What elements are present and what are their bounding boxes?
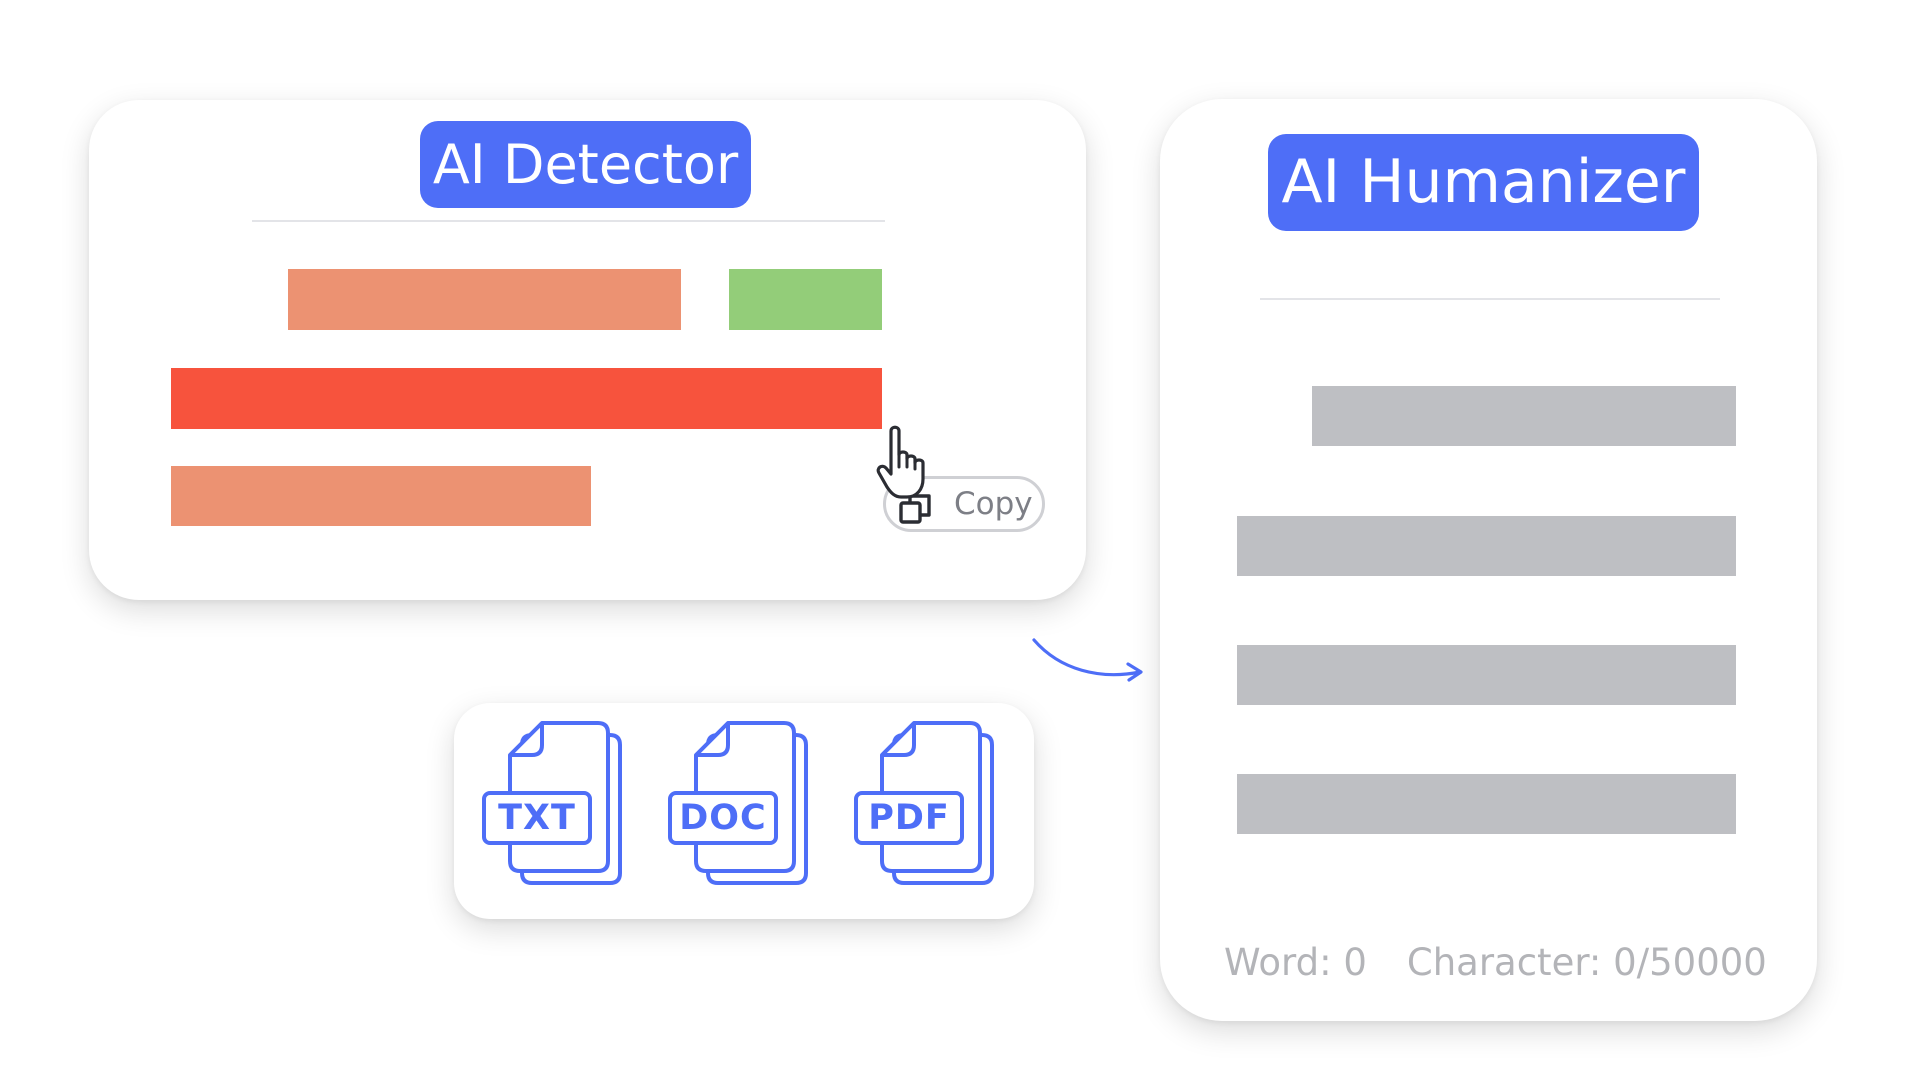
file-icon — [668, 721, 808, 885]
ai-humanizer-title: AI Humanizer — [1268, 134, 1699, 231]
character-count: Character: 0/50000 — [1406, 941, 1767, 984]
text-placeholder-bar-1 — [1312, 386, 1736, 446]
highlight-bar-red — [171, 368, 882, 429]
text-placeholder-bar-3 — [1237, 645, 1736, 705]
file-pdf[interactable]: PDF — [852, 719, 1012, 889]
file-icon — [854, 721, 994, 885]
text-stats: Word: 0 Character: 0/50000 — [1224, 941, 1807, 984]
file-txt[interactable]: TXT — [480, 719, 640, 889]
copy-button[interactable]: Copy — [883, 476, 1045, 532]
file-formats-card: TXT DOC PDF — [454, 703, 1034, 919]
file-format-label: PDF — [868, 798, 950, 838]
highlight-bar-orange-2 — [171, 466, 591, 526]
ai-detector-title: AI Detector — [420, 121, 751, 208]
highlight-bar-orange-1 — [288, 269, 681, 330]
file-format-label: TXT — [498, 798, 576, 838]
ai-humanizer-card: AI Humanizer Word: 0 Character: 0/50000 — [1160, 99, 1817, 1021]
hand-pointer-icon — [876, 425, 925, 499]
highlight-bar-green — [729, 269, 882, 330]
humanizer-divider — [1260, 298, 1720, 300]
file-format-label: DOC — [679, 798, 767, 838]
curved-arrow-icon — [1032, 638, 1143, 682]
text-placeholder-bar-2 — [1237, 516, 1736, 576]
word-count: Word: 0 — [1224, 941, 1367, 984]
ai-detector-card: AI Detector Copy — [89, 100, 1086, 600]
file-icon — [482, 721, 622, 885]
text-placeholder-bar-4 — [1237, 774, 1736, 834]
detector-divider — [252, 220, 885, 222]
copy-label: Copy — [954, 486, 1033, 522]
file-doc[interactable]: DOC — [666, 719, 826, 889]
